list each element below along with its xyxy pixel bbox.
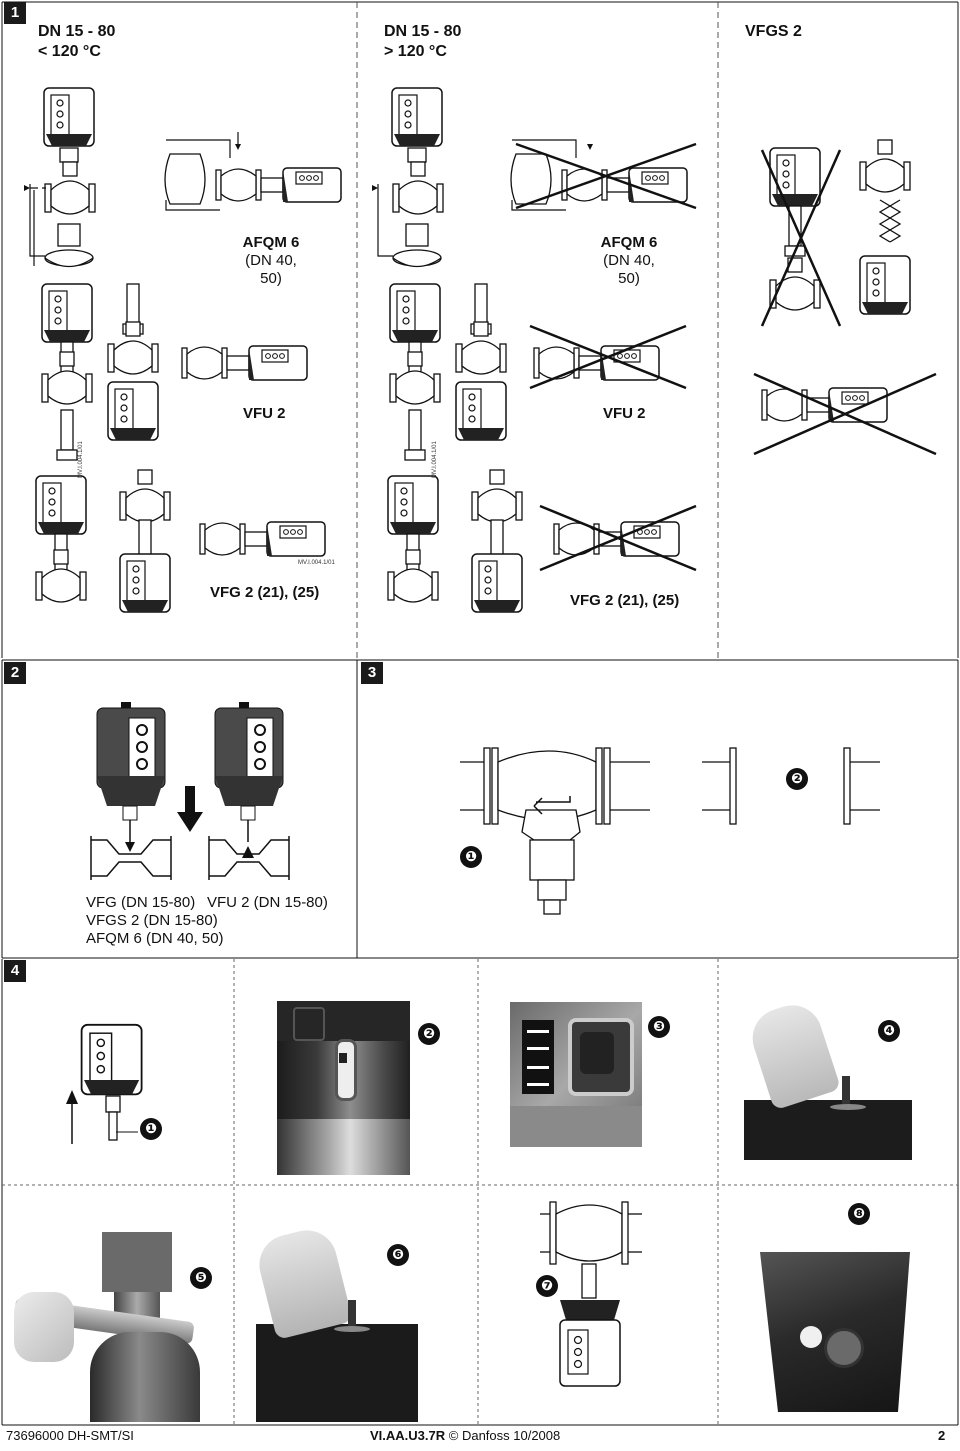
section2-captions-left: VFG (DN 15-80) VFGS 2 (DN 15-80) AFQM 6 … xyxy=(86,894,224,948)
vfu-label-1: VFU 2 xyxy=(243,405,286,422)
footer-page-number: 2 xyxy=(938,1428,946,1443)
marker-step-3: ❸ xyxy=(648,1016,670,1038)
vfg-label-1: VFG 2 (21), (25) xyxy=(210,584,320,601)
afqm-label-2-line1: AFQM 6 xyxy=(600,234,658,251)
marker-step-2: ❷ xyxy=(418,1023,440,1045)
caption-vfg: VFG (DN 15-80) xyxy=(86,894,196,911)
section-4-frame xyxy=(1,959,959,1426)
marker-step-6: ❻ xyxy=(387,1244,409,1266)
col2-header-line1: DN 15 - 80 xyxy=(384,23,462,40)
marker-flow-1: ❶ xyxy=(460,846,482,868)
stamp-3: MV.I.004.1/01 xyxy=(432,441,438,478)
marker-step-7: ❼ xyxy=(536,1275,558,1297)
caption-afqm: AFQM 6 (DN 40, 50) xyxy=(86,930,224,947)
marker-flow-2: ❷ xyxy=(786,768,808,790)
marker-step-8: ❽ xyxy=(848,1203,870,1225)
valve-assembly-drawing xyxy=(540,1201,642,1387)
photo-indicator-window xyxy=(277,1001,410,1175)
afqm-label-1-line1: AFQM 6 xyxy=(242,234,300,251)
section-1-frame xyxy=(1,1,959,658)
footer-doc-number: 73696000 DH-SMT/SI xyxy=(6,1428,134,1443)
afqm-label-1-line2: (DN 40, 50) xyxy=(245,252,297,287)
afqm-installation-drawing-1 xyxy=(24,87,342,268)
stamp-1: MV.I.004.1/01 xyxy=(78,441,84,478)
vfgs-installation-drawing xyxy=(760,139,911,327)
vfg-installation-drawing-2 xyxy=(387,469,697,613)
section-badge-3: 3 xyxy=(361,662,383,684)
col1-header: DN 15 - 80 < 120 °C xyxy=(38,22,115,62)
stamp-2: MV.I.004.1/01 xyxy=(298,560,335,566)
stem-direction-drawing xyxy=(90,702,290,880)
afqm-installation-drawing-2 xyxy=(372,87,697,268)
vfu-installation-drawing-1 xyxy=(41,283,308,461)
marker-step-1: ❶ xyxy=(140,1118,162,1140)
afqm-label-2-line2: (DN 40, 50) xyxy=(603,252,655,287)
section-2-3-frame xyxy=(1,659,959,959)
col1-header-line1: DN 15 - 80 xyxy=(38,23,116,40)
vfu-installation-drawing-2 xyxy=(389,283,687,461)
col3-header: VFGS 2 xyxy=(745,23,802,40)
footer-code: VI.AA.U3.7R © Danfoss 10/2008 xyxy=(370,1428,560,1443)
afqm-label-2: AFQM 6 (DN 40, 50) xyxy=(594,234,664,288)
footer-code-id: VI.AA.U3.7R xyxy=(370,1428,446,1443)
vfu-label-2: VFU 2 xyxy=(603,405,646,422)
flow-direction-drawing xyxy=(460,747,880,915)
photo-wrench xyxy=(14,1232,210,1422)
section-badge-4: 4 xyxy=(4,960,26,982)
vfg-label-2: VFG 2 (21), (25) xyxy=(570,592,680,609)
col2-header-line2: > 120 °C xyxy=(384,43,447,60)
vfgs-horizontal-drawing xyxy=(753,372,937,456)
footer-copyright: © Danfoss 10/2008 xyxy=(448,1428,561,1443)
photo-position-symbols xyxy=(510,1002,642,1147)
actuator-lift-drawing xyxy=(66,1023,143,1144)
photo-actuator-top xyxy=(760,1246,912,1422)
col2-header: DN 15 - 80 > 120 °C xyxy=(384,22,461,62)
section-badge-2: 2 xyxy=(4,662,26,684)
vfg-installation-drawing-1 xyxy=(35,469,326,613)
marker-step-4: ❹ xyxy=(878,1020,900,1042)
col1-header-line2: < 120 °C xyxy=(38,43,101,60)
afqm-label-1: AFQM 6 (DN 40, 50) xyxy=(236,234,306,288)
caption-vfu: VFU 2 (DN 15-80) xyxy=(207,894,328,911)
caption-vfgs: VFGS 2 (DN 15-80) xyxy=(86,912,218,929)
section-badge-1: 1 xyxy=(4,2,26,24)
marker-step-5: ❺ xyxy=(190,1267,212,1289)
